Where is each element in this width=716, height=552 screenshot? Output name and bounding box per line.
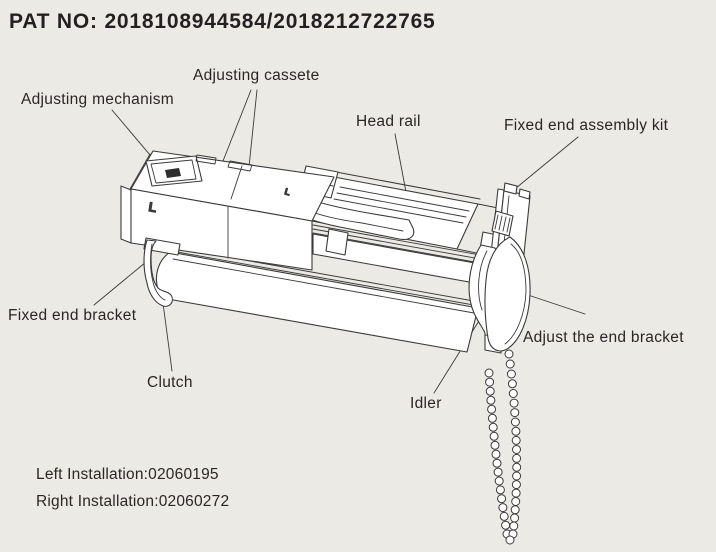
roller-tube-body (155, 251, 479, 353)
label-clutch: Clutch (147, 374, 193, 391)
head-rail-channel-lines (333, 186, 470, 224)
label-fixed-end-bracket: Fixed end bracket (8, 307, 137, 324)
cassette-l-marking: L (148, 199, 158, 215)
roller-tube (155, 251, 479, 353)
leader-idler (433, 315, 483, 394)
label-adjusting-cassete: Adjusting cassete (193, 67, 320, 84)
cassette-small-bar (195, 154, 217, 165)
clamp-l-marking: L (283, 186, 292, 197)
leader-fixed-end-bracket (93, 261, 147, 306)
fascia-bottom-lines (175, 247, 497, 318)
clamp-tab (325, 228, 349, 256)
spring-rib-block (491, 210, 514, 237)
cassette-left-plate (120, 185, 132, 244)
leader-adjusting-cassete-1 (222, 89, 252, 162)
cassette-cover-notch (227, 160, 253, 172)
label-adjust-the-end-bracket: Adjust the end bracket (523, 329, 684, 346)
fabric-edge-line (172, 258, 475, 314)
adjusting-mechanism-slider (165, 168, 181, 178)
fixed-end-bracket-part (143, 237, 181, 307)
right-installation-code: Right Installation:02060272 (36, 493, 230, 510)
adjust-end-bracket (484, 236, 531, 352)
left-installation-code: Left Installation:02060195 (36, 466, 219, 483)
label-idler: Idler (410, 395, 442, 412)
bead-chain (484, 349, 522, 545)
leader-clutch (162, 302, 173, 372)
label-fixed-end-assembly-kit: Fixed end assembly kit (504, 117, 669, 134)
leader-head-rail (394, 133, 407, 193)
patent-number-title: PAT NO: 2018108944584/2018212722765 (9, 10, 436, 33)
end-bracket-cover (484, 236, 531, 352)
end-plate-tabs (503, 182, 531, 200)
leader-fixed-end-assembly-kit (509, 136, 579, 194)
label-adjusting-mechanism: Adjusting mechanism (21, 91, 175, 108)
label-head-rail: Head rail (356, 113, 421, 130)
